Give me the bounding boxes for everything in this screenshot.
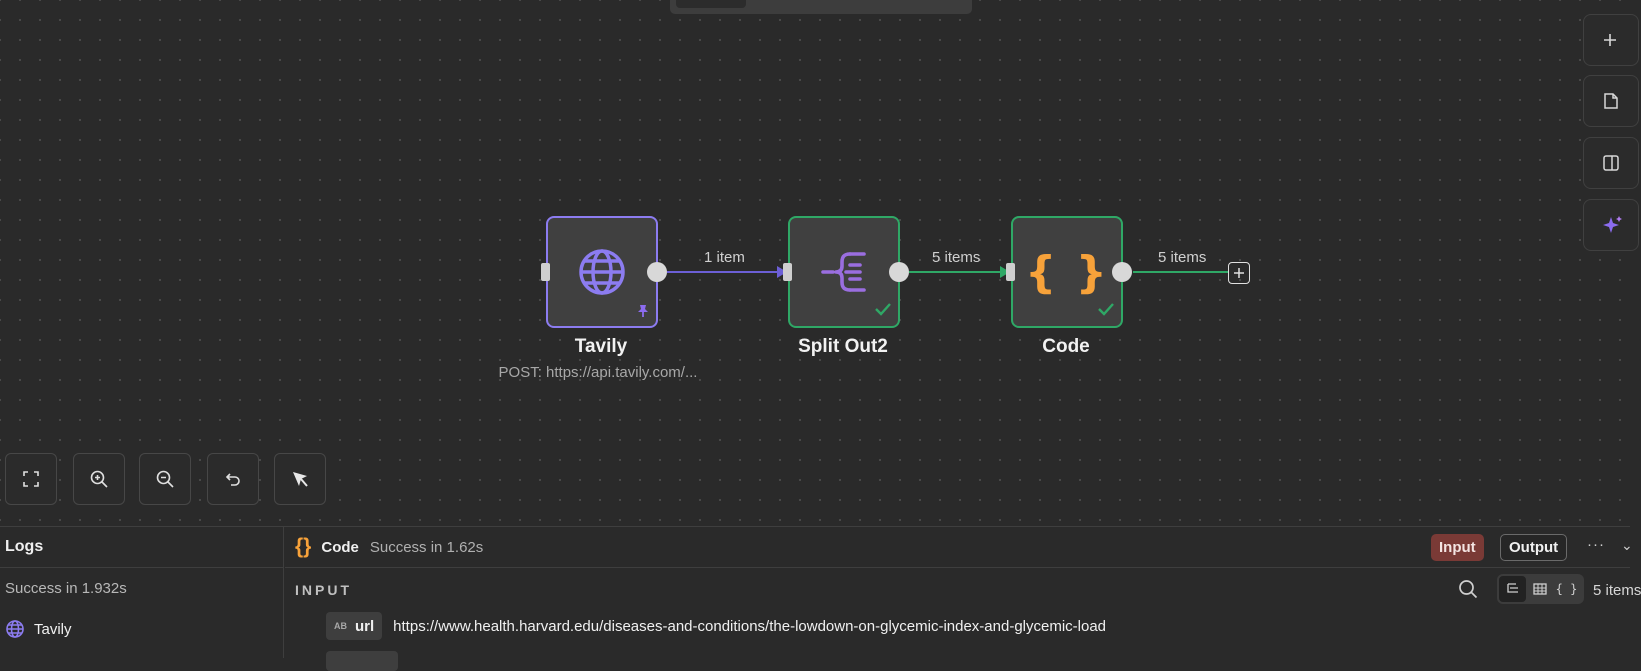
plus-icon xyxy=(1234,268,1244,278)
tidy-up-button[interactable] xyxy=(274,453,326,505)
search-icon xyxy=(1459,580,1478,599)
output-handle[interactable] xyxy=(1112,262,1132,282)
globe-icon xyxy=(579,249,625,295)
node-split-out[interactable] xyxy=(788,216,900,328)
field-key: url xyxy=(355,617,375,635)
edge-label: 1 item xyxy=(704,249,745,266)
add-node-button[interactable] xyxy=(1583,14,1639,66)
input-handle[interactable] xyxy=(541,263,550,281)
json-view-button[interactable]: { } xyxy=(1553,576,1580,602)
node-code[interactable]: { } xyxy=(1011,216,1123,328)
node-label: Split Out2 xyxy=(798,336,888,357)
output-handle[interactable] xyxy=(647,262,667,282)
reset-zoom-button[interactable] xyxy=(207,453,259,505)
output-handle[interactable] xyxy=(889,262,909,282)
view-mode-toggle[interactable]: { } xyxy=(1497,574,1584,604)
collapse-chevron-icon[interactable]: ⌄ xyxy=(1621,537,1633,553)
log-entry-tavily[interactable]: Tavily xyxy=(5,619,72,639)
item-count: 5 items xyxy=(1593,582,1641,599)
code-braces-icon: {} xyxy=(295,535,312,558)
zoom-out-icon xyxy=(156,470,174,488)
logs-sidebar: Logs Success in 1.932s Tavily xyxy=(0,527,284,658)
table-view-button[interactable] xyxy=(1526,576,1553,602)
ai-assistant-button[interactable] xyxy=(1583,199,1639,251)
reset-zoom-icon xyxy=(225,473,240,486)
detail-status: Success in 1.62s xyxy=(369,538,484,556)
node-label: Tavily xyxy=(574,336,628,357)
node-label: Code xyxy=(1042,336,1090,357)
code-braces-icon: { } xyxy=(1025,246,1109,298)
input-tab-button[interactable]: Input xyxy=(1431,534,1484,561)
success-check-icon xyxy=(875,303,891,316)
table-icon xyxy=(1532,583,1547,595)
node-subtitle: POST: https://api.tavily.com/... xyxy=(498,364,698,381)
more-options-button[interactable]: ··· xyxy=(1587,536,1605,553)
sticky-note-icon xyxy=(1604,93,1618,109)
fit-view-button[interactable] xyxy=(5,453,57,505)
output-tab-button[interactable]: Output xyxy=(1500,534,1568,561)
ai-sparkle-icon xyxy=(1603,216,1622,233)
panel-icon xyxy=(1603,155,1619,171)
split-out-icon xyxy=(821,252,866,292)
tidy-up-icon xyxy=(293,472,308,487)
edges-layer xyxy=(667,266,1228,278)
zoom-in-button[interactable] xyxy=(73,453,125,505)
field-value: https://www.health.harvard.edu/diseases-… xyxy=(393,617,1107,635)
field-tag[interactable]: AB url xyxy=(326,612,383,640)
plus-icon xyxy=(1604,34,1616,46)
workflow-canvas[interactable]: 1 item 5 items 5 items Tavily POST: http… xyxy=(0,0,1639,526)
json-braces-icon: { } xyxy=(1555,582,1578,596)
section-label: INPUT xyxy=(295,582,352,598)
data-row: AB url https://www.health.harvard.edu/di… xyxy=(326,612,1106,640)
top-tab-bar[interactable] xyxy=(670,0,972,14)
string-type-icon: AB xyxy=(334,621,347,631)
add-next-node-button[interactable] xyxy=(1228,262,1250,284)
log-entry-label: Tavily xyxy=(34,620,72,638)
detail-header: {} Code Success in 1.62s Input Output ··… xyxy=(285,527,1633,568)
search-button[interactable] xyxy=(1458,579,1478,604)
logs-panel: Logs Success in 1.932s Tavily {} Code Su… xyxy=(0,526,1641,671)
next-field-tag[interactable] xyxy=(326,651,398,671)
schema-icon xyxy=(1506,583,1518,593)
logs-status: Success in 1.932s xyxy=(5,580,127,597)
globe-icon xyxy=(6,620,24,638)
schema-view-button[interactable] xyxy=(1499,576,1526,602)
input-handle[interactable] xyxy=(783,263,792,281)
zoom-out-button[interactable] xyxy=(139,453,191,505)
edge-label: 5 items xyxy=(1158,249,1207,266)
node-tavily[interactable] xyxy=(546,216,658,328)
fit-view-icon xyxy=(23,471,39,487)
input-handle[interactable] xyxy=(1006,263,1015,281)
pin-icon xyxy=(638,305,648,317)
edge-arrow xyxy=(777,266,787,278)
detail-node-name: Code xyxy=(321,538,359,556)
zoom-in-icon xyxy=(90,470,108,488)
edge-arrow xyxy=(1000,266,1010,278)
top-tab-active[interactable] xyxy=(676,0,746,8)
edge-label: 5 items xyxy=(932,249,981,266)
sticky-note-button[interactable] xyxy=(1583,75,1639,127)
success-check-icon xyxy=(1098,303,1114,316)
logs-title: Logs xyxy=(0,527,283,568)
toggle-panel-button[interactable] xyxy=(1583,137,1639,189)
